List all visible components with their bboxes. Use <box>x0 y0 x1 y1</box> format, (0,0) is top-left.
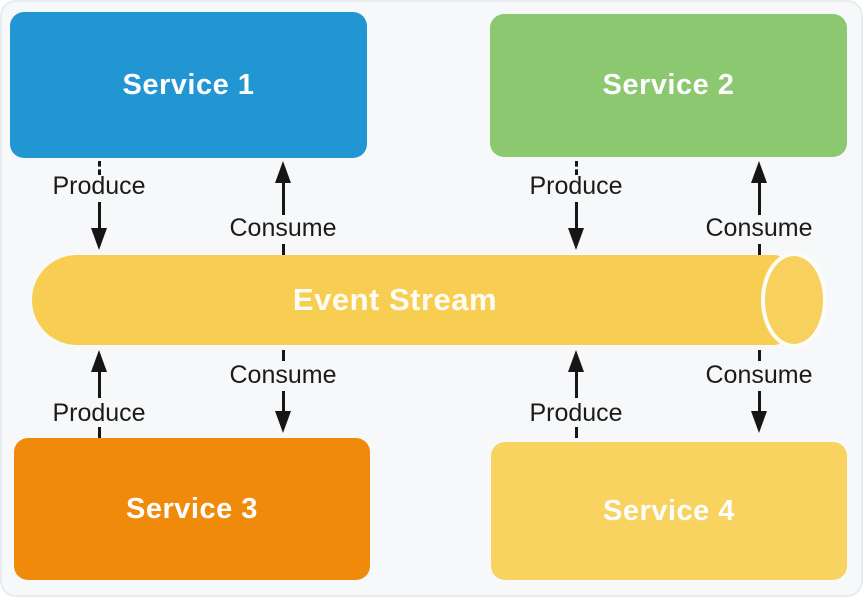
arrow-consume-service-2-dash <box>758 244 761 255</box>
label-produce-service-4: Produce <box>529 399 623 427</box>
label-consume-service-1: Consume <box>229 214 337 242</box>
arrow-produce-service-4-head-icon <box>568 350 584 372</box>
service-3-box: Service 3 <box>14 438 370 580</box>
arrow-consume-service-3-line <box>282 391 285 413</box>
service-4-box: Service 4 <box>491 442 847 580</box>
arrow-consume-service-4-dash <box>758 350 761 361</box>
arrow-consume-service-2-line <box>758 181 761 215</box>
label-produce-service-1: Produce <box>52 172 146 200</box>
label-produce-service-2: Produce <box>529 172 623 200</box>
event-stream-cylinder-cap <box>761 252 827 348</box>
event-stream-title: Event Stream <box>32 255 758 345</box>
arrow-produce-service-1-head-icon <box>91 228 107 250</box>
service-1-box: Service 1 <box>10 12 367 158</box>
arrow-produce-service-4-line <box>575 370 578 398</box>
arrow-consume-service-3-dash <box>282 350 285 361</box>
service-3-label: Service 3 <box>126 492 258 525</box>
label-produce-service-3: Produce <box>52 399 146 427</box>
arrow-produce-service-1-dash <box>98 161 101 175</box>
service-4-label: Service 4 <box>603 494 735 527</box>
arrow-consume-service-1-head-icon <box>275 161 291 183</box>
label-consume-service-2: Consume <box>705 214 813 242</box>
label-consume-service-3: Consume <box>229 361 337 389</box>
service-1-label: Service 1 <box>122 68 255 101</box>
arrow-consume-service-1-line <box>282 181 285 215</box>
arrow-consume-service-1-dash <box>282 244 285 255</box>
arrow-produce-service-2-dash <box>575 161 578 175</box>
arrow-consume-service-3-head-icon <box>275 411 291 433</box>
label-consume-service-4: Consume <box>705 361 813 389</box>
arrow-consume-service-4-line <box>758 391 761 413</box>
arrow-produce-service-2-line <box>575 202 578 230</box>
arrow-produce-service-3-head-icon <box>91 350 107 372</box>
arrow-consume-service-2-head-icon <box>751 161 767 183</box>
event-stream-label: Event Stream <box>292 282 498 317</box>
arrow-produce-service-3-dash <box>98 427 101 438</box>
arrow-produce-service-4-dash <box>575 427 578 438</box>
service-2-label: Service 2 <box>602 69 735 101</box>
arrow-produce-service-3-line <box>98 370 101 398</box>
arrow-produce-service-1-line <box>98 202 101 230</box>
arrow-produce-service-2-head-icon <box>568 228 584 250</box>
arrow-consume-service-4-head-icon <box>751 411 767 433</box>
service-2-box: Service 2 <box>490 14 847 157</box>
event-stream-bar <box>32 255 788 345</box>
